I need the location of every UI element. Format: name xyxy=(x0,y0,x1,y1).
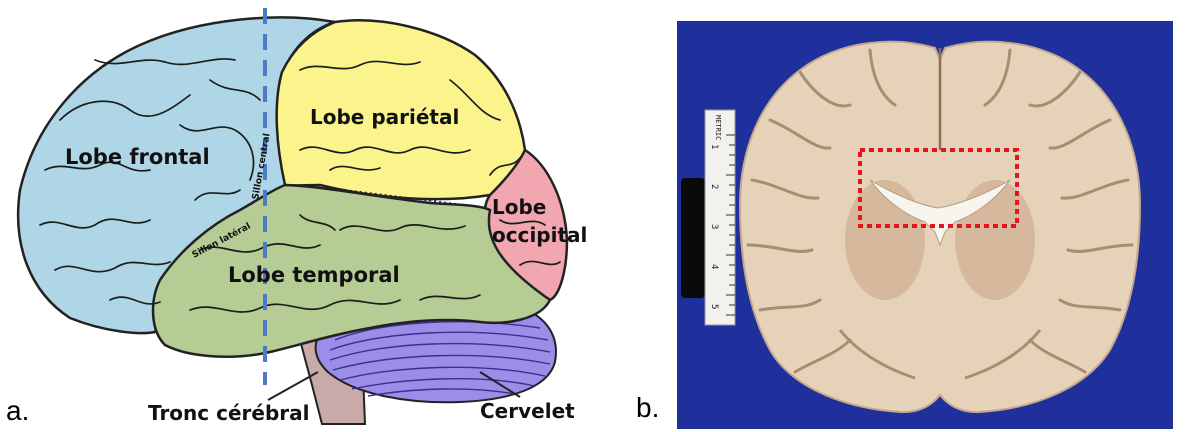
left-deep-nuclei xyxy=(845,180,925,300)
ruler-metric-label: METRIC xyxy=(714,115,722,140)
panel-a-letter: a. xyxy=(6,395,29,426)
frontal-lobe-label: Lobe frontal xyxy=(65,145,210,169)
temporal-lobe-label: Lobe temporal xyxy=(228,263,400,287)
brainstem-label: Tronc cérébral xyxy=(148,401,309,425)
right-deep-nuclei xyxy=(955,180,1035,300)
coronal-section-photo: b. METRIC 1 2 3 4 5 xyxy=(636,21,1173,429)
ruler-number-3: 3 xyxy=(709,224,719,229)
ruler-number-2: 2 xyxy=(709,184,719,189)
ruler-number-4: 4 xyxy=(709,264,719,269)
ruler-clip xyxy=(681,178,705,298)
brain-diagram: Lobe frontal Lobe pariétal Lobe occipita… xyxy=(6,8,587,426)
ruler-number-1: 1 xyxy=(709,144,719,149)
cerebellum-label: Cervelet xyxy=(480,399,575,423)
occipital-lobe-label-line2: occipital xyxy=(492,223,587,247)
parietal-lobe-label: Lobe pariétal xyxy=(310,105,459,129)
occipital-lobe-label-line1: Lobe xyxy=(492,195,546,219)
brainstem-leader xyxy=(268,372,318,400)
panel-b-letter: b. xyxy=(636,392,659,423)
ruler xyxy=(705,110,735,325)
ruler-number-5: 5 xyxy=(709,304,719,309)
